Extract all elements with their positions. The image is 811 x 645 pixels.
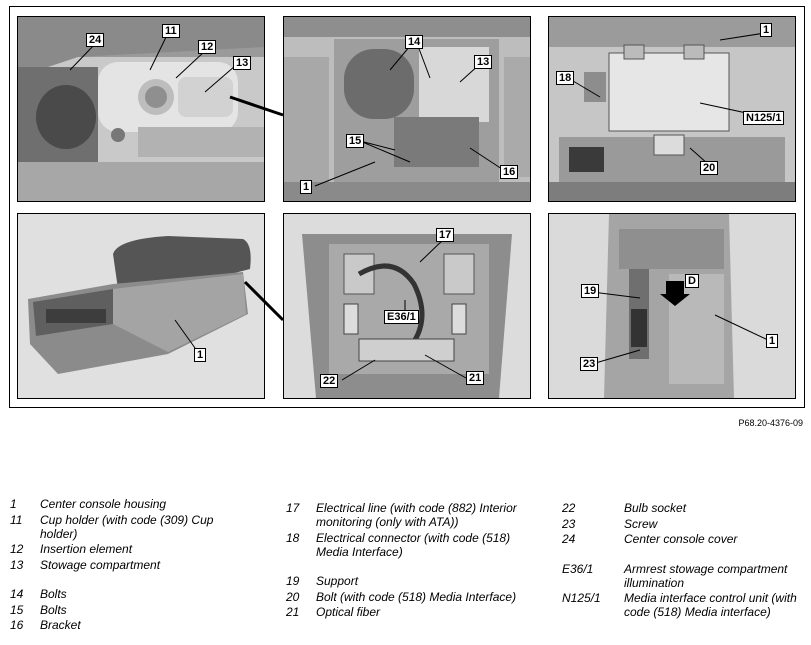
figure-frame: [9, 6, 805, 408]
callout-12: 12: [198, 40, 217, 54]
armrest-underside-photo: [284, 214, 530, 398]
callout-11: 11: [162, 24, 180, 38]
callout-1: 1: [766, 334, 779, 348]
callout-1: 1: [760, 23, 773, 37]
callout-16: 16: [500, 165, 519, 179]
callout-21: 21: [466, 371, 485, 385]
callout-d: D: [685, 274, 699, 288]
panel-support-screw: [548, 213, 796, 399]
callout-18: 18: [556, 71, 575, 85]
media-interface-photo: [549, 17, 795, 201]
callout-13: 13: [233, 56, 252, 70]
callout-20: 20: [700, 161, 719, 175]
callout-22: 22: [320, 374, 339, 388]
console-housing-photo: [18, 214, 264, 398]
callout-e36-1: E36/1: [384, 310, 419, 324]
callout-19: 19: [581, 284, 600, 298]
callout-1: 1: [300, 180, 313, 194]
callout-1: 1: [194, 348, 207, 362]
callout-24: 24: [86, 33, 105, 47]
figure-reference: P68.20-4376-09: [738, 418, 803, 428]
callout-23: 23: [580, 357, 599, 371]
callout-14: 14: [405, 35, 424, 49]
callout-13: 13: [474, 55, 493, 69]
callout-15: 15: [346, 134, 365, 148]
panel-console-housing: [17, 213, 265, 399]
panel-media-interface-unit: [548, 16, 796, 202]
panel-console-cover: [17, 16, 265, 202]
callout-n125-1: N125/1: [743, 111, 785, 125]
panel-armrest-underside: [283, 213, 531, 399]
callout-17: 17: [436, 228, 455, 242]
console-cover-photo: [18, 17, 264, 201]
